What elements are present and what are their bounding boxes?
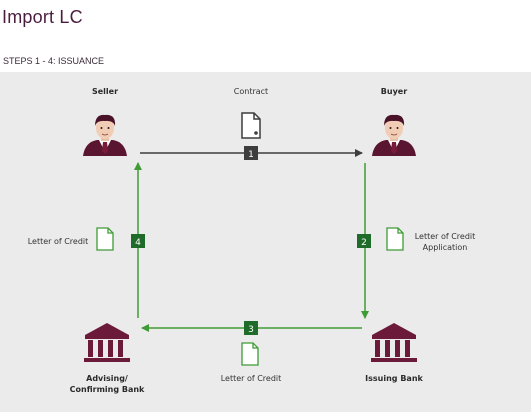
contract-label: Contract bbox=[233, 87, 269, 96]
lc-left-document-icon bbox=[96, 227, 114, 251]
advising-bank-label: Advising/ Confirming Bank bbox=[62, 373, 152, 395]
lc-application-label-line1: Letter of Credit bbox=[414, 232, 476, 241]
lc-application-label: Letter of Credit Application bbox=[408, 231, 482, 253]
steps-header: STEPS 1 - 4: ISSUANCE bbox=[3, 56, 105, 66]
step-4-label: 4 bbox=[135, 238, 141, 248]
buyer-businessman-icon bbox=[371, 114, 417, 157]
issuing-bank-label: Issuing Bank bbox=[365, 374, 423, 383]
step-badge-2: 2 bbox=[357, 234, 371, 248]
seller-businessman-icon bbox=[82, 114, 128, 157]
step-badge-3: 3 bbox=[244, 321, 258, 335]
lc-application-label-line2: Application bbox=[422, 243, 468, 252]
lc-application-document-icon bbox=[386, 227, 404, 251]
advising-bank-icon bbox=[84, 323, 130, 362]
step-2-label: 2 bbox=[361, 238, 367, 248]
lc-bottom-label: Letter of Credit bbox=[220, 374, 282, 383]
seller-label: Seller bbox=[91, 87, 119, 96]
buyer-label: Buyer bbox=[380, 87, 408, 96]
step-badge-1: 1 bbox=[244, 146, 258, 160]
step-3-label: 3 bbox=[248, 325, 254, 335]
page-title: Import LC bbox=[2, 7, 83, 27]
step-badge-4: 4 bbox=[131, 234, 145, 248]
contract-document-icon bbox=[241, 112, 261, 139]
advising-bank-label-line1: Advising/ bbox=[86, 374, 128, 383]
lc-bottom-document-icon bbox=[241, 342, 259, 366]
issuing-bank-icon bbox=[371, 323, 417, 362]
lc-left-label: Letter of Credit bbox=[27, 237, 89, 246]
advising-bank-label-line2: Confirming Bank bbox=[69, 385, 145, 394]
step-1-label: 1 bbox=[248, 150, 254, 160]
